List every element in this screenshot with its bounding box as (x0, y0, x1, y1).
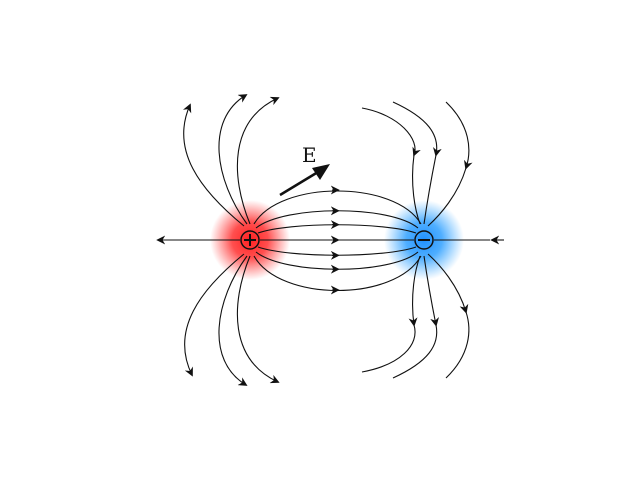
pos-outer-lower-2 (218, 255, 248, 386)
neg-outer-upper-2 (392, 101, 442, 157)
neg-outer-lower-2 (423, 255, 440, 327)
negative-charge-circle (414, 230, 434, 250)
positive-charge (240, 230, 260, 250)
positive-outer-field-lines (182, 94, 280, 386)
e-vector-head (312, 164, 330, 180)
neg-outer-lower-1 (408, 255, 421, 327)
neg-outer-upper-3b (427, 167, 467, 227)
negative-charge (414, 230, 434, 250)
neg-outer-upper-3 (445, 101, 473, 170)
pos-outer-upper-3 (236, 96, 280, 225)
neg-outer-lower-1b (361, 324, 416, 373)
pos-outer-lower-1 (184, 253, 245, 377)
neg-outer-upper-1 (361, 107, 421, 157)
negative-outer-field-lines (361, 101, 473, 379)
pos-outer-lower-3 (236, 255, 280, 384)
neg-outer-lower-3b (445, 311, 470, 379)
positive-charge-circle (240, 230, 260, 250)
pos-outer-upper-2 (218, 94, 248, 225)
e-vector-shaft (279, 170, 319, 197)
electric-field-vector: E (279, 143, 330, 197)
pos-outer-upper-1 (182, 103, 245, 227)
neg-outer-upper-1b (412, 154, 421, 225)
e-vector-label: E (302, 143, 317, 167)
inner-field-lines (253, 185, 422, 295)
neg-outer-upper-2b (423, 154, 437, 225)
neg-outer-lower-3 (427, 253, 469, 314)
neg-outer-lower-2b (392, 324, 438, 379)
